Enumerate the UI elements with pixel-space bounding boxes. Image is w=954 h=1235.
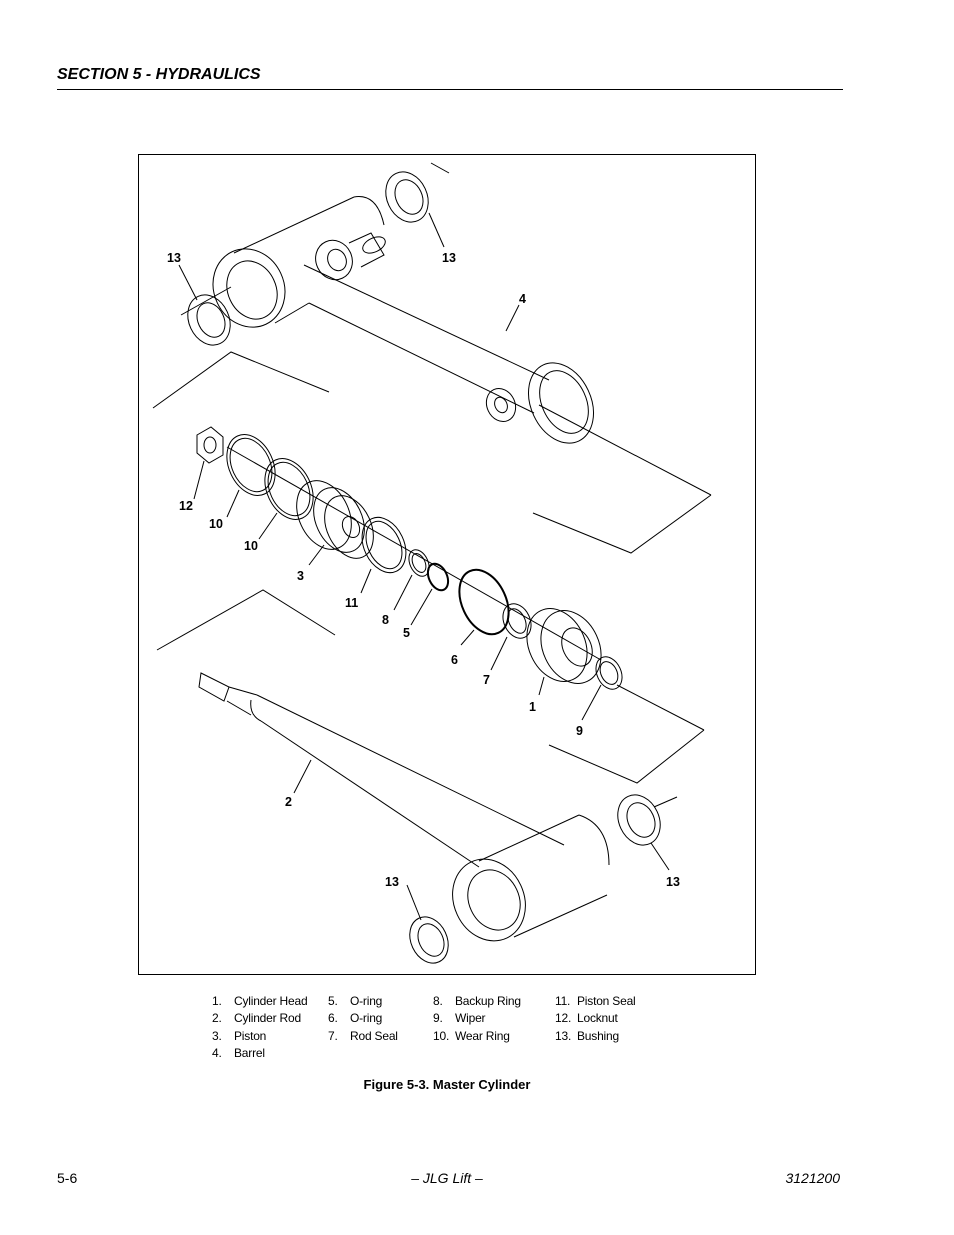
legend-item: 4. Barrel <box>212 1045 307 1062</box>
legend-label: Wiper <box>455 1011 486 1026</box>
callout-leaders <box>178 212 670 921</box>
legend-item: 10. Wear Ring <box>433 1028 521 1045</box>
legend-number: 2. <box>212 1011 222 1026</box>
legend-column: 5. O-ring 6. O-ring 7. Rod Seal <box>328 993 398 1045</box>
legend-column: 1.Cylinder Head 2.Cylinder Rod 3.Piston … <box>212 993 308 1062</box>
legend-item: 11. Piston Seal <box>555 993 636 1010</box>
cylinder-head-drawing <box>526 608 623 690</box>
bushing-top-right <box>385 171 429 223</box>
legend-column: 11. Piston Seal 12. Locknut 13. Bushing <box>555 993 636 1045</box>
bushing-top-left <box>180 286 232 346</box>
callout-label: 11 <box>345 596 358 610</box>
legend-label: Bushing <box>577 1028 619 1043</box>
lower-assembly-plane <box>156 589 705 784</box>
legend-label: Piston <box>234 1028 267 1043</box>
callout-label: 9 <box>576 724 583 738</box>
callout-label: 10 <box>244 539 258 553</box>
callout-label: 8 <box>382 613 389 627</box>
upper-assembly-plane <box>152 351 712 554</box>
legend-label: Barrel <box>234 1045 265 1060</box>
figure-caption: Figure 5-3. Master Cylinder <box>363 1077 531 1092</box>
page-number: 5-6 <box>57 1170 78 1186</box>
legend-label: Locknut <box>577 1011 618 1026</box>
legend-label: Backup Ring <box>455 994 521 1008</box>
legend-number: 8. <box>433 994 443 1008</box>
legend-label: Rod Seal <box>350 1028 398 1043</box>
legend-number: 1. <box>212 994 222 1008</box>
legend-item: 5. O-ring <box>328 993 398 1010</box>
legend-number: 12. <box>555 1011 572 1026</box>
legend-number: 11. <box>555 994 571 1008</box>
callout-label: 13 <box>442 251 456 265</box>
callout-label: 7 <box>483 673 490 687</box>
callout-label: 13 <box>666 875 680 889</box>
legend-item: 9. Wiper <box>433 1010 521 1027</box>
callout-label: 10 <box>209 517 223 531</box>
legend-number: 9. <box>433 1011 443 1026</box>
legend-label: O-ring <box>350 994 383 1008</box>
callout-label: 13 <box>167 251 181 265</box>
callout-label: 3 <box>297 569 304 583</box>
legend-number: 5. <box>328 994 338 1008</box>
callout-label: 2 <box>285 795 292 809</box>
legend-number: 6. <box>328 1011 338 1026</box>
legend-item: 6. O-ring <box>328 1010 398 1027</box>
legend-item: 3. Piston <box>212 1028 307 1045</box>
legend-label: Piston Seal <box>577 994 636 1008</box>
legend-label: Cylinder Rod <box>234 1011 301 1026</box>
callout-label: 13 <box>385 875 399 889</box>
legend-number: 4. <box>212 1045 222 1060</box>
master-cylinder-diagram: 13 13 4 12 10 10 3 11 8 5 6 7 1 9 2 13 1… <box>152 162 712 964</box>
document-number: 3121200 <box>785 1170 840 1186</box>
barrel-drawing <box>212 162 712 496</box>
legend-number: 13. <box>555 1028 572 1043</box>
legend-item: 2. Cylinder Rod <box>212 1010 307 1027</box>
legend-item: 13. Bushing <box>555 1028 636 1045</box>
legend-number: 3. <box>212 1028 222 1043</box>
piston-assembly <box>196 426 602 661</box>
bushing-bottom-left <box>409 916 449 964</box>
legend-label: Cylinder Head <box>234 994 308 1008</box>
legend-item: 7. Rod Seal <box>328 1028 398 1045</box>
bushing-bottom-right <box>617 794 678 846</box>
callout-label: 4 <box>519 292 526 306</box>
legend-number: 7. <box>328 1028 338 1043</box>
legend-number: 10. <box>433 1028 450 1043</box>
section-title: SECTION 5 - HYDRAULICS <box>57 66 261 83</box>
legend-label: Wear Ring <box>455 1028 510 1043</box>
footer-publisher: – JLG Lift – <box>411 1170 483 1186</box>
callout-label: 6 <box>451 653 458 667</box>
figure-frame: 13 13 4 12 10 10 3 11 8 5 6 7 1 9 2 13 1… <box>138 154 756 975</box>
legend-item: 12. Locknut <box>555 1010 636 1027</box>
legend-column: 8. Backup Ring 9. Wiper 10. Wear Ring <box>433 993 521 1045</box>
legend-label: O-ring <box>350 1011 383 1026</box>
legend-item: 1. Cylinder Head <box>212 993 308 1010</box>
callout-label: 5 <box>403 626 410 640</box>
callout-label: 12 <box>179 499 193 513</box>
callout-label: 1 <box>529 700 536 714</box>
cylinder-rod-drawing <box>198 672 610 942</box>
legend-item: 8. Backup Ring <box>433 993 521 1010</box>
header-divider <box>57 89 843 90</box>
